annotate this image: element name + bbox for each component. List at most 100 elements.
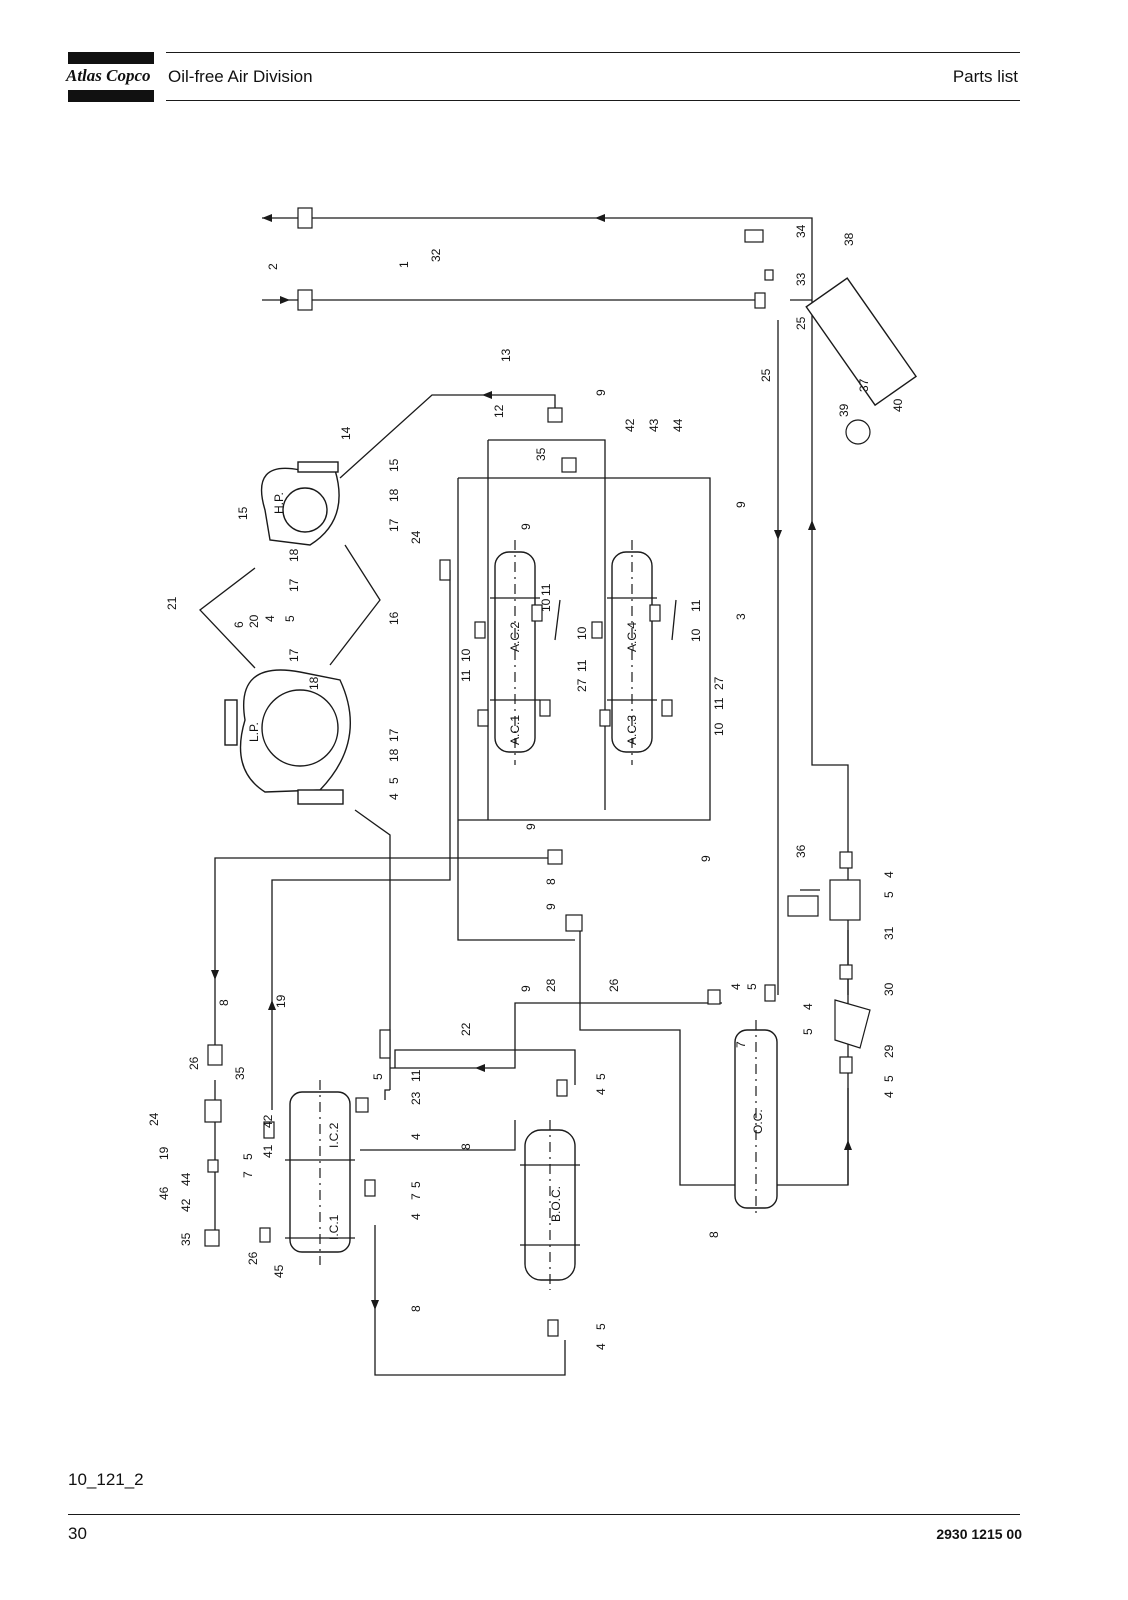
flow-arrow bbox=[268, 1000, 276, 1010]
callout: 39 bbox=[837, 403, 851, 417]
pipe-line bbox=[394, 1049, 576, 1085]
callout: 19 bbox=[157, 1146, 171, 1160]
callout: 9 bbox=[594, 389, 608, 396]
callout: 7 bbox=[409, 1193, 423, 1200]
callout: 4 bbox=[882, 871, 896, 878]
callout: 5 bbox=[283, 615, 297, 622]
fitting bbox=[297, 289, 313, 311]
callout: 10 bbox=[539, 598, 553, 612]
fitting bbox=[839, 1056, 853, 1074]
fitting bbox=[565, 914, 583, 932]
callout: 24 bbox=[147, 1112, 161, 1126]
flow-arrow bbox=[371, 1300, 379, 1310]
flow-arrow bbox=[844, 1140, 852, 1150]
callout: 24 bbox=[409, 530, 423, 544]
callout: 5 bbox=[387, 777, 401, 784]
callout: 4 bbox=[409, 1133, 423, 1140]
callout: 4 bbox=[594, 1088, 608, 1095]
fitting bbox=[474, 621, 486, 639]
callout: 18 bbox=[307, 676, 321, 690]
pipe-line bbox=[329, 544, 381, 666]
label-ac2: A.C.2 bbox=[508, 622, 522, 652]
callout: 44 bbox=[179, 1172, 193, 1186]
fitting bbox=[531, 604, 543, 622]
callout: 35 bbox=[534, 447, 548, 461]
callout: 13 bbox=[499, 348, 513, 362]
strainer bbox=[834, 999, 871, 1049]
fitting bbox=[707, 989, 721, 1005]
callout: 43 bbox=[647, 418, 661, 432]
page-number: 30 bbox=[68, 1524, 87, 1543]
callout: 1 bbox=[397, 261, 411, 268]
fitting bbox=[591, 621, 603, 639]
label-ic2: I.C.2 bbox=[327, 1122, 341, 1148]
callout: 7 bbox=[241, 1171, 255, 1178]
lp-outlet bbox=[297, 789, 344, 805]
fitting bbox=[839, 851, 853, 869]
solenoid bbox=[787, 895, 819, 917]
pipe-line bbox=[354, 809, 391, 1090]
callout: 30 bbox=[882, 982, 896, 996]
callout: 5 bbox=[882, 1075, 896, 1082]
callout: 8 bbox=[217, 999, 231, 1006]
fitting bbox=[204, 1229, 220, 1247]
callout: 17 bbox=[287, 578, 301, 592]
callout: 28 bbox=[544, 978, 558, 992]
callout: 4 bbox=[882, 1091, 896, 1098]
callout: 17 bbox=[387, 728, 401, 742]
callout: 42 bbox=[179, 1198, 193, 1212]
pipe-line bbox=[199, 567, 256, 669]
compressor-hp-cylinder bbox=[282, 487, 328, 533]
fitting bbox=[379, 1029, 391, 1059]
callout: 32 bbox=[429, 248, 443, 262]
fitting bbox=[599, 709, 611, 727]
fitting bbox=[263, 1121, 275, 1139]
callout: 5 bbox=[409, 1181, 423, 1188]
callout: 5 bbox=[745, 983, 759, 990]
callout: 4 bbox=[729, 983, 743, 990]
callout: 18 bbox=[287, 548, 301, 562]
callout: 25 bbox=[759, 368, 773, 382]
callout: 9 bbox=[734, 501, 748, 508]
fitting bbox=[259, 1227, 271, 1243]
callout: 15 bbox=[236, 506, 250, 520]
fitting bbox=[207, 1044, 223, 1066]
callout: 44 bbox=[671, 418, 685, 432]
flow-arrow bbox=[211, 970, 219, 980]
fitting bbox=[439, 559, 451, 581]
section-title: Parts list bbox=[952, 67, 1018, 86]
fitting bbox=[764, 984, 776, 1002]
fitting bbox=[649, 604, 661, 622]
callout: 42 bbox=[623, 418, 637, 432]
callout: 5 bbox=[882, 891, 896, 898]
callout: 11 bbox=[409, 1069, 423, 1082]
flow-silencer bbox=[805, 277, 918, 407]
callout: 35 bbox=[179, 1232, 193, 1246]
logo-bar-bottom bbox=[68, 90, 154, 102]
callout: 18 bbox=[387, 748, 401, 762]
callout: 9 bbox=[519, 985, 533, 992]
callout: 8 bbox=[707, 1231, 721, 1238]
valve-body bbox=[829, 879, 861, 921]
pipe-line bbox=[262, 217, 813, 301]
hp-flange bbox=[297, 461, 339, 473]
label-ac3: A.C.3 bbox=[625, 715, 639, 745]
lp-flange bbox=[224, 699, 238, 746]
callout: 20 bbox=[247, 614, 261, 628]
callout: 5 bbox=[801, 1028, 815, 1035]
callout: 41 bbox=[261, 1144, 275, 1158]
pipe-line bbox=[554, 599, 677, 641]
pipe-line bbox=[271, 570, 451, 1110]
callout: 35 bbox=[233, 1066, 247, 1080]
callout: 2 bbox=[266, 263, 280, 270]
callout: 23 bbox=[409, 1091, 423, 1105]
callout: 4 bbox=[263, 615, 277, 622]
callout: 11 bbox=[459, 669, 473, 682]
callout: 10 bbox=[712, 722, 726, 736]
fitting bbox=[364, 1179, 376, 1197]
fitting bbox=[204, 1099, 222, 1123]
label-lp: L.P. bbox=[247, 722, 261, 742]
callout: 29 bbox=[882, 1044, 896, 1058]
fitting bbox=[547, 407, 563, 423]
callout: 14 bbox=[339, 426, 353, 440]
